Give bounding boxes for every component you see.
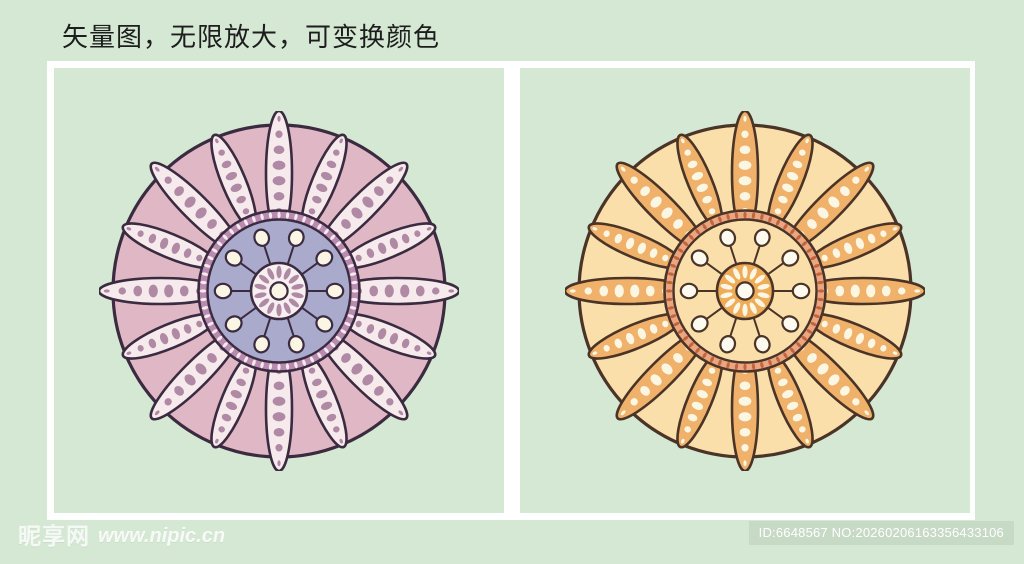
artwork-panel-left — [54, 68, 504, 513]
watermark-url: www.nipic.cn — [98, 525, 226, 547]
watermark-logo: 昵享网 — [18, 523, 90, 549]
panel-divider — [504, 61, 520, 520]
watermark-id-badge: ID:6648567 NO:20260206163356433106 — [748, 521, 1014, 545]
artwork-panel-right — [520, 68, 970, 513]
watermark: 昵享网 www.nipic.cn — [18, 522, 225, 550]
mandala-flower-orange-illustration — [565, 110, 925, 471]
page-title: 矢量图，无限放大，可变换颜色 — [62, 22, 441, 52]
mandala-flower-pink-illustration — [99, 110, 459, 471]
